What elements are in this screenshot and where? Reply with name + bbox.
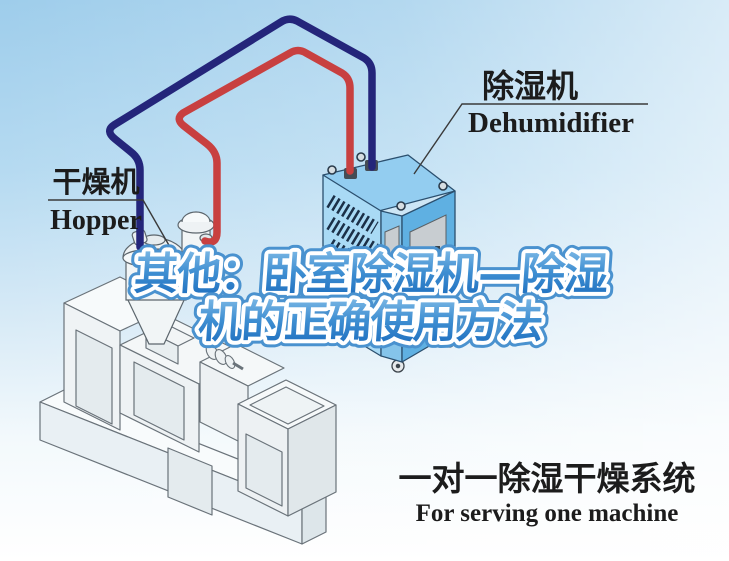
- caption-en: For serving one machine: [416, 500, 679, 527]
- barrel-flanges: [205, 344, 244, 371]
- svg-text:其他：卧室除湿机—除湿: 其他：卧室除湿机—除湿: [133, 249, 610, 300]
- hopper-label-zh: 干燥机: [52, 166, 139, 199]
- dehumidifier-label-en: Dehumidifier: [468, 107, 634, 139]
- panel-latch: [426, 250, 431, 260]
- cabinet-panel: [75, 329, 113, 425]
- dehumidifier-unit: [320, 152, 456, 373]
- svg-text:其他：卧室除湿机—除湿: 其他：卧室除湿机—除湿: [133, 249, 610, 300]
- side-panel: [409, 214, 447, 319]
- svg-text:其他：卧室除湿机—除湿: 其他：卧室除湿机—除湿: [133, 249, 610, 300]
- hopper-body: [125, 258, 187, 301]
- front-panel: [245, 433, 283, 507]
- panel-latch: [435, 246, 440, 256]
- hopper-leader-line: [48, 199, 171, 248]
- page-title: 其他：卧室除湿机—除湿 其他：卧室除湿机—除湿 其他：卧室除湿机—除湿 机的正确…: [126, 242, 617, 355]
- front-panel: [167, 447, 213, 516]
- return-air-hose: [106, 15, 376, 251]
- dehumidifier-leader-line: [413, 103, 648, 175]
- dehumidifier-label-zh: 除湿机: [482, 68, 578, 104]
- clampbox-side: [287, 404, 337, 517]
- dry-air-hose: [175, 46, 354, 246]
- caption-zh: 一对一除湿干燥系统: [399, 460, 696, 498]
- title-line-2: 机的正确使用方法 机的正确使用方法 机的正确使用方法: [190, 290, 552, 355]
- platform-panel: [133, 361, 185, 441]
- hopper-label-en: Hopper: [50, 205, 142, 236]
- clampbox-lid: [249, 386, 325, 425]
- svg-text:机的正确使用方法: 机的正确使用方法: [197, 297, 545, 348]
- svg-text:机的正确使用方法: 机的正确使用方法: [197, 297, 545, 348]
- cyclone-dome: [181, 211, 211, 223]
- svg-text:机的正确使用方法: 机的正确使用方法: [197, 297, 545, 348]
- title-line-1: 其他：卧室除湿机—除湿 其他：卧室除湿机—除湿 其他：卧室除湿机—除湿: [126, 242, 617, 307]
- chamfer-panel: [384, 225, 400, 341]
- eye-bolts: [327, 152, 448, 211]
